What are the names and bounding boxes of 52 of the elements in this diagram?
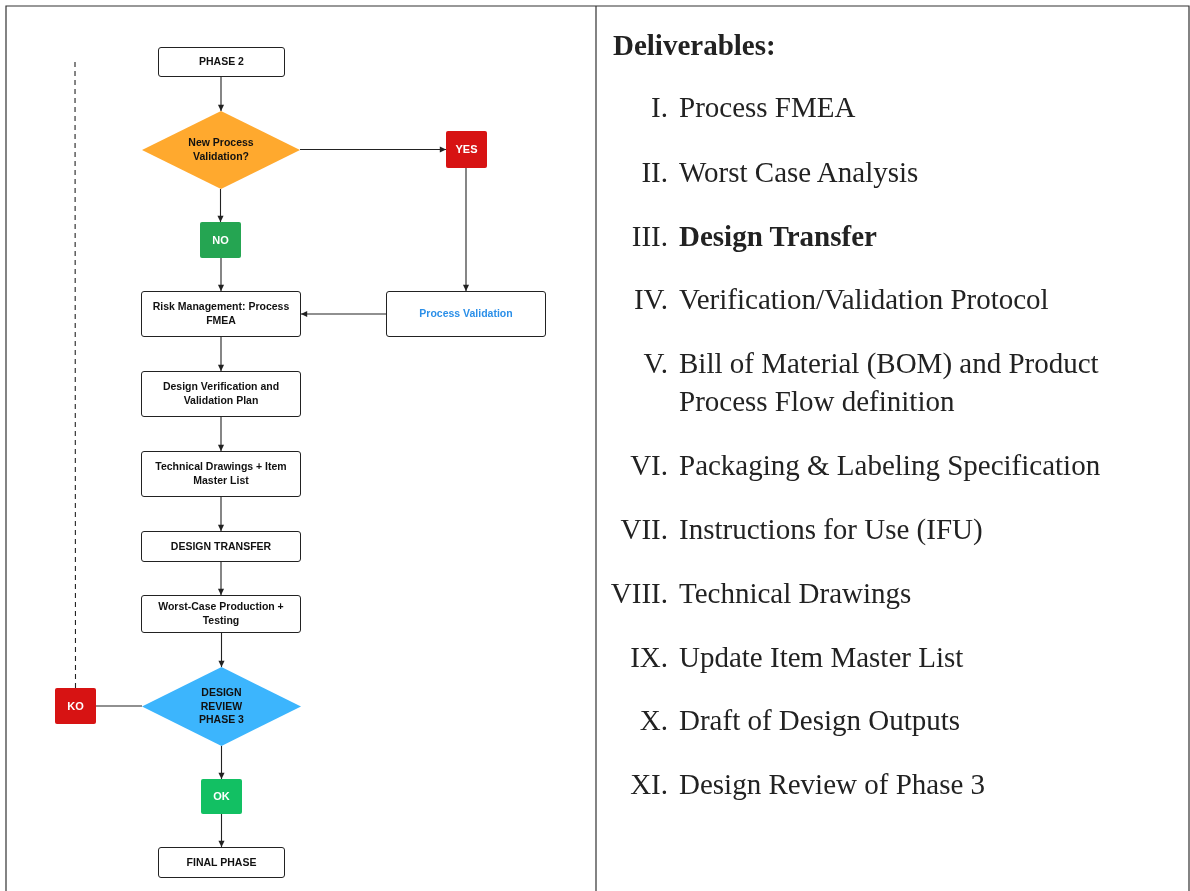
arrow (217, 257, 225, 292)
arrow (299, 146, 447, 153)
outcome-tag: NO (200, 222, 241, 258)
list-item-text: Design Review of Phase 3 (679, 767, 987, 802)
list-numeral: XI. (630, 767, 668, 802)
list-item-text: Process FMEA (679, 90, 857, 125)
list-numeral: VIII. (610, 576, 668, 611)
arrow (217, 561, 225, 596)
outcome-tag: OK (201, 779, 242, 814)
process-box: DESIGN TRANSFER (141, 531, 301, 562)
list-item-text: Verification/Validation Protocol (679, 282, 1050, 317)
arrow (217, 416, 225, 452)
arrow (218, 632, 225, 668)
list-item-text: Design Transfer (679, 219, 878, 254)
connector-line (95, 705, 143, 707)
decision-diamond: DESIGN REVIEW PHASE 3 (142, 667, 301, 746)
list-numeral: X. (639, 703, 668, 738)
list-item-text: Worst Case Analysis (679, 155, 920, 190)
arrow (217, 496, 225, 532)
process-box: Design Verification and Validation Plan (141, 371, 301, 417)
arrow (217, 336, 225, 372)
list-numeral: III. (631, 219, 668, 254)
list-item-text: Draft of Design Outputs (679, 703, 962, 738)
list-numeral: V. (643, 346, 668, 381)
outcome-tag: YES (446, 131, 487, 168)
process-box: FINAL PHASE (158, 847, 285, 878)
dashed-connector (74, 61, 77, 689)
list-item-text: Packaging & Labeling Specification (679, 448, 1102, 483)
list-item-text: Instructions for Use (IFU) (679, 512, 984, 547)
process-box: Risk Management: Process FMEA (141, 291, 301, 337)
arrow (462, 167, 470, 292)
list-numeral: VI. (630, 448, 668, 483)
process-box: PHASE 2 (158, 47, 285, 77)
list-numeral: II. (641, 155, 668, 190)
list-numeral: VII. (620, 512, 668, 547)
arrow (218, 813, 225, 848)
section-heading: Deliverables: (613, 28, 776, 63)
list-numeral: IV. (633, 282, 668, 317)
arrow (218, 745, 225, 780)
list-numeral: IX. (630, 640, 668, 675)
decision-diamond: New Process Validation? (142, 111, 300, 189)
arrow (217, 188, 224, 223)
process-box: Technical Drawings + Item Master List (141, 451, 301, 497)
list-item-text: Update Item Master List (679, 640, 965, 675)
list-item-text: Technical Drawings (679, 576, 913, 611)
arrow (300, 310, 387, 318)
process-box: Process Validation (386, 291, 546, 337)
arrow (217, 76, 225, 112)
process-box: Worst-Case Production + Testing (141, 595, 301, 633)
outcome-tag: KO (55, 688, 96, 724)
list-item-text: Bill of Material (BOM) and Product Process Flow definition (679, 346, 1100, 419)
list-numeral: I. (651, 90, 668, 125)
